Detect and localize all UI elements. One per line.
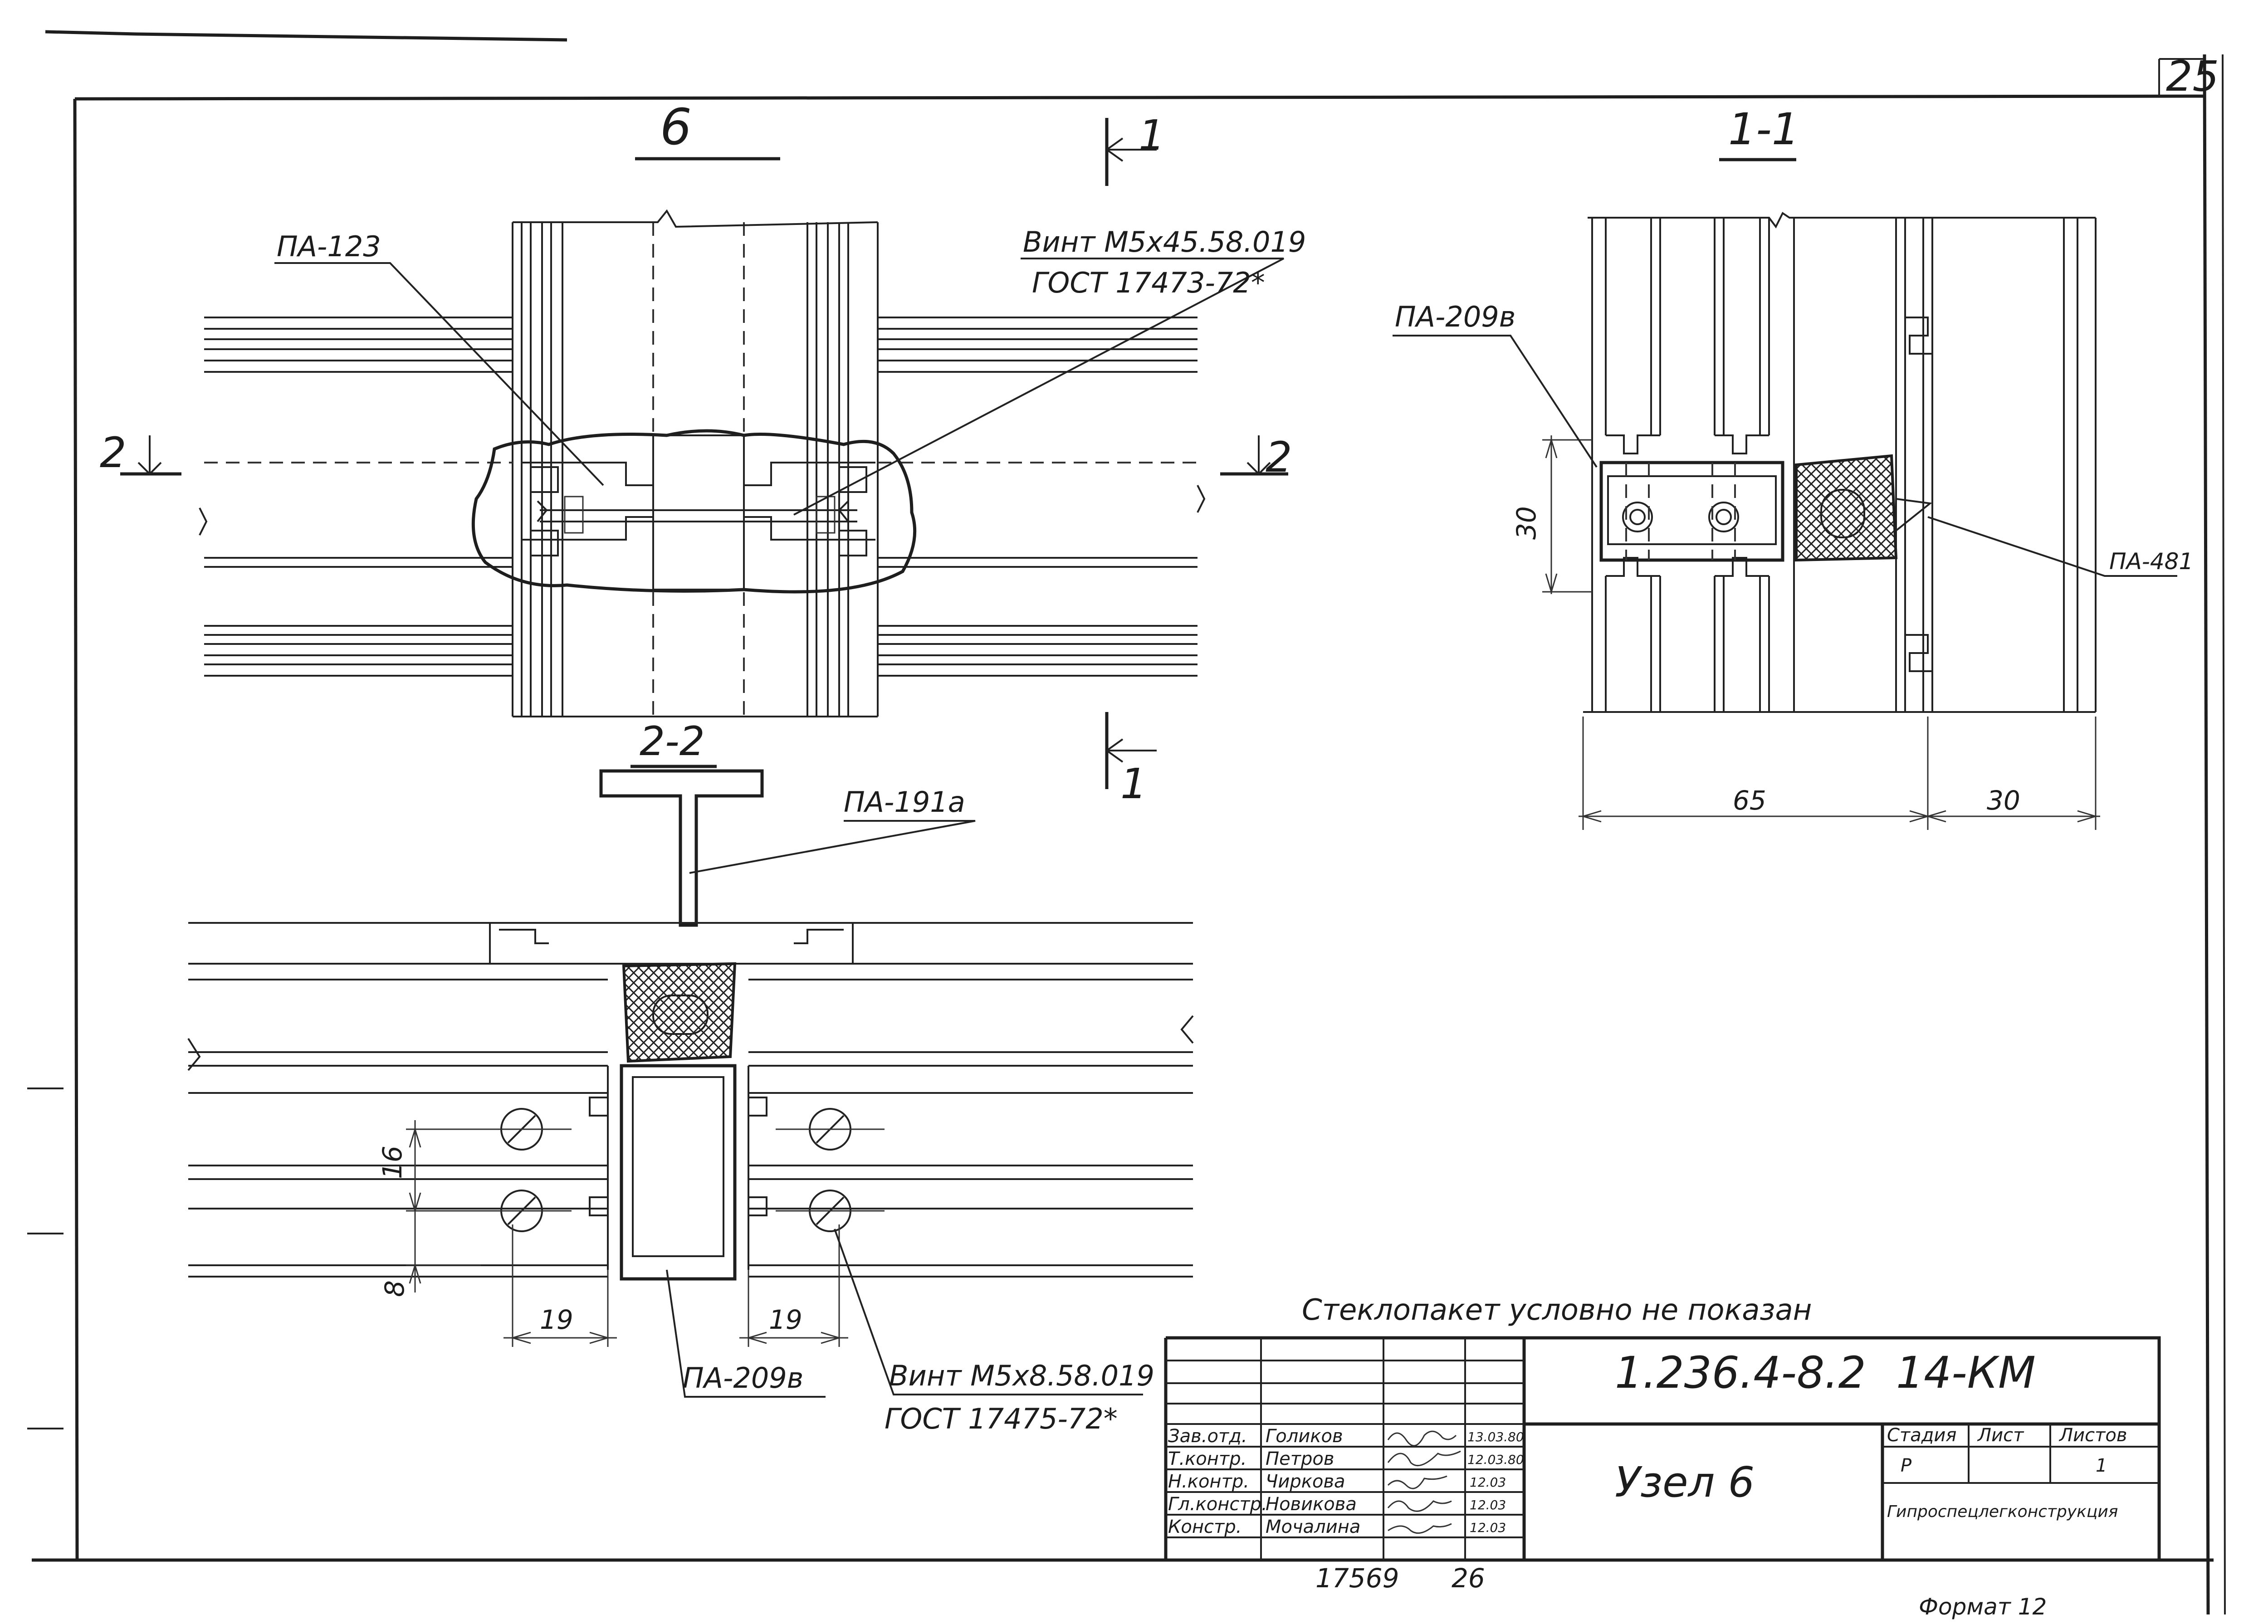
role-4: Констр. (1168, 1517, 1242, 1537)
dim-30-horizontal: 30 (1987, 785, 2020, 816)
cut-1-top-label: 1 (1139, 111, 1165, 160)
view-6-label: 6 (660, 98, 692, 156)
cut-2-right-label: 2 (1266, 433, 1292, 482)
callout-screw-top-line1: Винт М5х45.58.019 (1023, 225, 1306, 258)
name-1: Петров (1266, 1448, 1334, 1469)
dim-19-right: 19 (769, 1304, 802, 1335)
date-1: 12.03.80 (1467, 1452, 1524, 1467)
cut-1-bottom-label: 1 (1120, 760, 1147, 808)
section-2-2-title: 2-2 (631, 718, 717, 768)
name-3: Новикова (1266, 1494, 1357, 1515)
dim-16: 16 (377, 1146, 408, 1179)
role-0: Зав.отд. (1168, 1426, 1247, 1447)
section-2-2-label: 2-2 (640, 718, 705, 765)
role-3: Гл.констр. (1168, 1494, 1267, 1515)
callout-pa123-label: ПА-123 (277, 230, 381, 263)
dim-19-left: 19 (540, 1304, 573, 1335)
date-3: 12.03 (1470, 1497, 1506, 1512)
callout-pa209v-bottom-label: ПА-209в (683, 1361, 803, 1395)
stage-header: Стадия (1887, 1425, 1956, 1446)
note-glass-unit: Стеклопакет условно не показан (1302, 1293, 1812, 1327)
date-2: 12.03 (1470, 1475, 1506, 1490)
dim-30-vertical: 30 (1511, 506, 1542, 540)
signatures (1387, 1430, 1461, 1534)
organization: Гипроспецлегконструкция (1887, 1502, 2118, 1521)
callout-screw-bottom: Винт М5х8.58.019 ГОСТ 17475-72* (834, 1229, 1154, 1435)
name-2: Чиркова (1266, 1471, 1345, 1492)
callout-pa191a-label: ПА-191а (844, 785, 965, 819)
drawing-title: Узел 6 (1615, 1458, 1755, 1507)
doc-code: 1.236.4-8.2 (1615, 1347, 1866, 1398)
view-6-title: 6 (635, 98, 780, 161)
callout-pa123: ПА-123 (274, 230, 604, 486)
callout-screw-bottom-line1: Винт М5х8.58.019 (889, 1359, 1154, 1392)
role-2: Н.контр. (1168, 1471, 1249, 1492)
dim-65: 65 (1733, 785, 1766, 816)
section-1-1-drawing (1542, 212, 2100, 830)
callout-pa209v-right: ПА-209в (1393, 300, 1598, 468)
archive-number: 17569 (1315, 1563, 1399, 1594)
callout-screw-bottom-line2: ГОСТ 17475-72* (885, 1402, 1118, 1435)
name-4: Мочалина (1266, 1517, 1360, 1537)
callout-screw-top: Винт М5х45.58.019 ГОСТ 17473-72* (793, 225, 1306, 516)
cut-2-left-label: 2 (100, 429, 127, 477)
name-0: Голиков (1266, 1426, 1343, 1447)
callout-pa481-label: ПА-481 (2109, 548, 2193, 575)
archive-sheet: 26 (1452, 1563, 1485, 1594)
sheets-value: 1 (2096, 1455, 2107, 1476)
date-0: 13.03.80 (1467, 1429, 1524, 1444)
section-2-2-drawing (187, 769, 1194, 1347)
callout-screw-top-line2: ГОСТ 17473-72* (1032, 266, 1265, 299)
role-1: Т.контр. (1168, 1448, 1246, 1469)
paper-format: Формат 12 (1919, 1594, 2047, 1620)
sheet-header: Лист (1977, 1425, 2024, 1446)
stage-value: Р (1901, 1455, 1912, 1476)
callout-pa209v-right-label: ПА-209в (1395, 300, 1515, 333)
section-1-1-label: 1-1 (1728, 104, 1799, 155)
doc-part: 14-КМ (1896, 1347, 2036, 1398)
sheet-number: 25 (2166, 52, 2219, 101)
sheets-header: Листов (2058, 1425, 2127, 1446)
callout-pa481: ПА-481 (1927, 516, 2193, 577)
callout-pa209v-bottom: ПА-209в (666, 1269, 826, 1398)
view-6-drawing (120, 118, 1288, 789)
dim-8: 8 (379, 1280, 410, 1297)
callout-pa191a: ПА-191а (689, 785, 976, 874)
sheet-frame (27, 30, 2226, 1615)
section-1-1-title: 1-1 (1719, 104, 1799, 161)
title-block (1164, 1336, 2161, 1560)
date-4: 12.03 (1470, 1520, 1506, 1535)
